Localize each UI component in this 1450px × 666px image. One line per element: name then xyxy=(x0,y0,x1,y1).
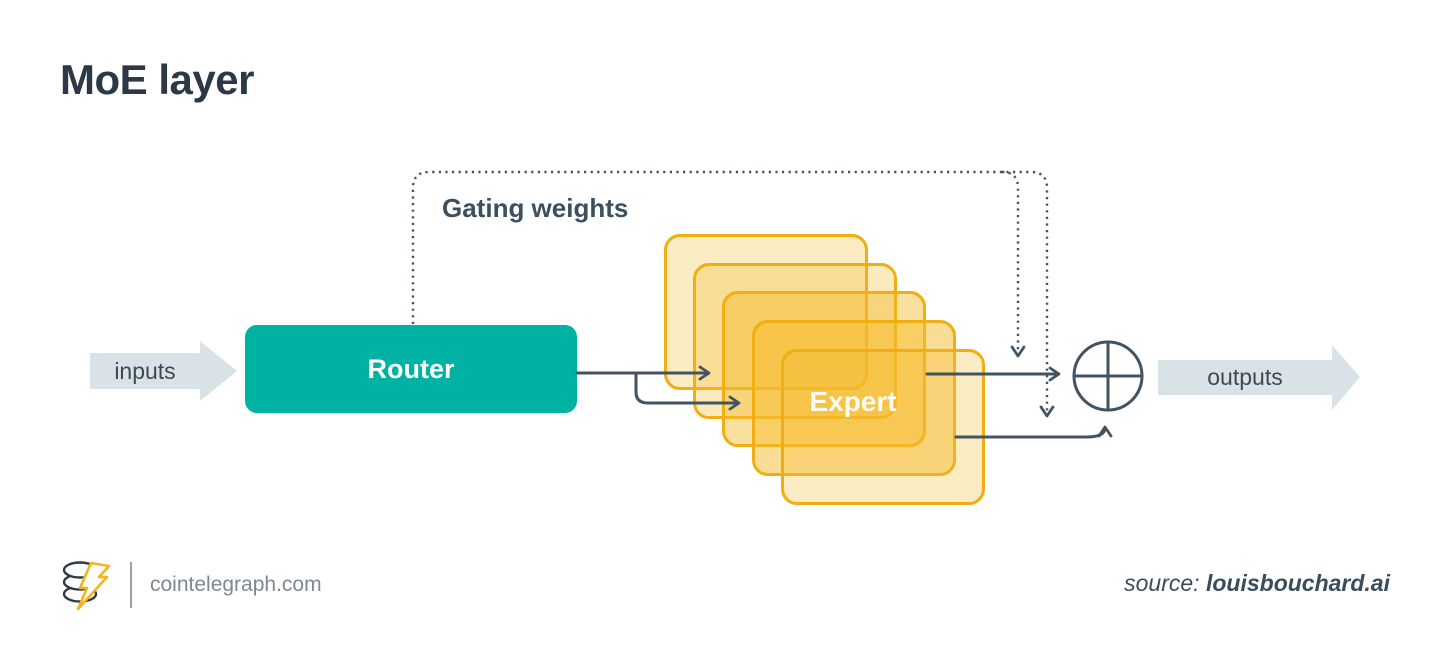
router-label: Router xyxy=(367,353,455,384)
cointelegraph-logo-icon xyxy=(62,561,111,611)
page-title: MoE layer xyxy=(60,56,254,103)
source-name: louisbouchard.ai xyxy=(1205,570,1390,596)
expert-to-sum-arrow-2 xyxy=(954,425,1113,439)
expert-label: Expert xyxy=(809,386,897,417)
inputs-label: inputs xyxy=(114,357,176,384)
footer-divider xyxy=(130,562,132,608)
outputs-label: outputs xyxy=(1207,364,1283,390)
expert-box-4 xyxy=(752,320,956,476)
router-box: Router xyxy=(245,325,577,413)
sum-icon xyxy=(1072,340,1144,412)
gating-dotted-path xyxy=(411,170,1055,418)
router-to-expert-arrow-2 xyxy=(634,371,741,411)
gating-dotted-branch xyxy=(1001,170,1026,358)
source-attribution: source: louisbouchard.ai xyxy=(1124,570,1390,597)
source-prefix: source: xyxy=(1124,570,1206,596)
footer-brand-block: cointelegraph.com xyxy=(58,556,322,614)
footer-brand-text: cointelegraph.com xyxy=(150,573,322,596)
lightning-bolt-icon xyxy=(76,561,111,611)
gating-weights-label: Gating weights xyxy=(442,193,629,223)
